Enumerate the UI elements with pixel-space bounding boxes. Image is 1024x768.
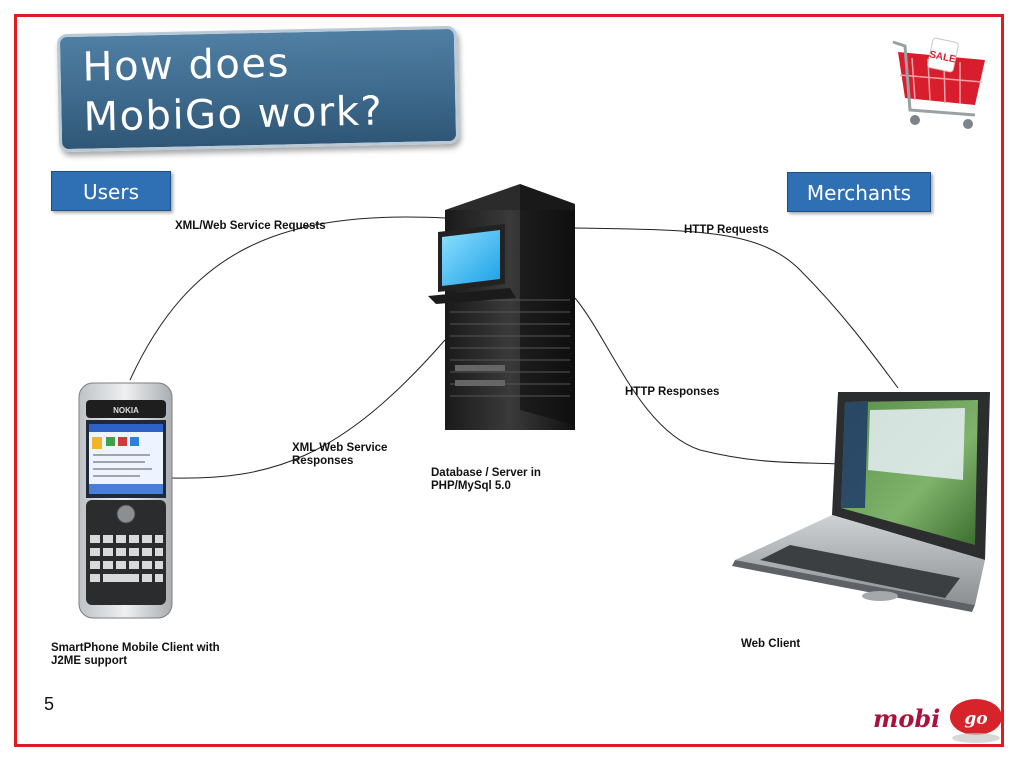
sale-tag: SALE xyxy=(928,49,957,65)
users-label: Users xyxy=(51,171,171,211)
xml-responses-label: XML Web Service Responses xyxy=(292,442,388,467)
server-icon xyxy=(428,184,575,430)
slide-frame xyxy=(14,14,1004,747)
xml-request-curve xyxy=(129,216,446,381)
merchants-label: Merchants xyxy=(787,172,931,212)
page-number: 5 xyxy=(44,694,55,714)
http-responses-label: HTTP Responses xyxy=(625,386,720,398)
connection-lines xyxy=(129,216,899,479)
http-requests-label: HTTP Requests xyxy=(684,224,769,236)
mobile-client-caption: SmartPhone Mobile Client with J2ME suppo… xyxy=(51,642,220,667)
laptop-icon xyxy=(732,392,990,612)
smartphone-icon: NOKIA xyxy=(78,382,173,619)
logo-text: mobi xyxy=(873,704,940,733)
http-request-curve xyxy=(574,227,899,389)
xml-requests-label: XML/Web Service Requests xyxy=(175,220,326,232)
shopping-cart-icon: SALE xyxy=(892,37,985,129)
server-caption: Database / Server in PHP/MySql 5.0 xyxy=(431,467,541,492)
http-response-curve xyxy=(574,297,839,465)
web-client-caption: Web Client xyxy=(741,638,801,650)
logo-badge: go xyxy=(964,709,987,729)
phone-brand: NOKIA xyxy=(113,406,139,415)
mobigo-logo: mobi go xyxy=(873,699,1002,743)
xml-response-curve xyxy=(171,339,446,479)
